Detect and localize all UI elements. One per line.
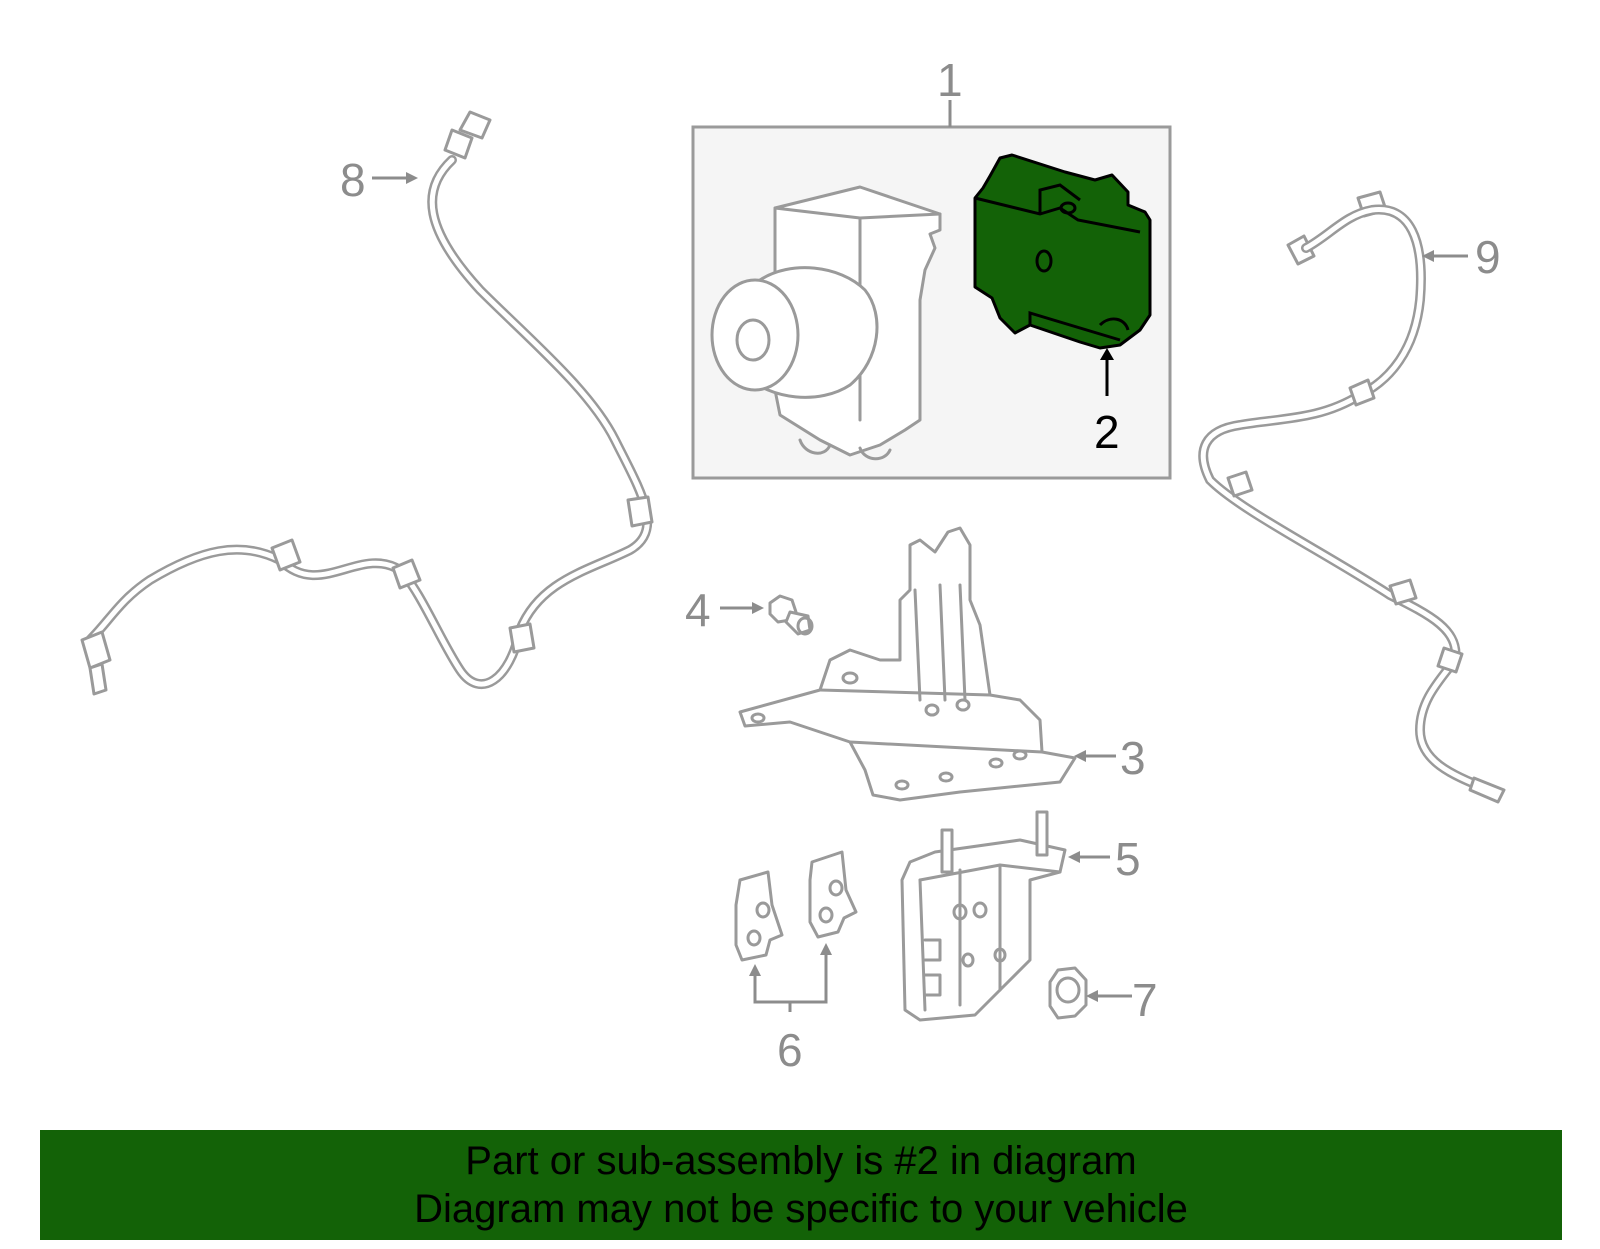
wheel-sensor-harness-right[interactable]: [1198, 190, 1506, 804]
notice-line-2: Diagram may not be specific to your vehi…: [414, 1187, 1188, 1231]
callout-8[interactable]: 8: [340, 154, 366, 206]
notice-line-1: Part or sub-assembly is #2 in diagram: [465, 1139, 1137, 1183]
callout-6-arrowhead-left: [749, 964, 761, 976]
callout-2-arrowhead: [1100, 348, 1114, 360]
clip-right[interactable]: [808, 850, 858, 939]
callout-2[interactable]: 2: [1094, 406, 1120, 458]
abs-control-module-highlighted[interactable]: [973, 153, 1152, 350]
bolt[interactable]: [768, 594, 814, 636]
callout-4[interactable]: 4: [685, 584, 711, 636]
mounting-bracket[interactable]: [738, 526, 1077, 802]
callout-8-arrowhead: [406, 172, 418, 184]
abs-hydraulic-unit[interactable]: [710, 185, 942, 461]
callout-9[interactable]: 9: [1475, 231, 1501, 283]
callout-6-leader: [753, 953, 828, 1004]
callout-3-arrowhead: [1074, 750, 1086, 762]
callout-1[interactable]: 1: [937, 54, 963, 106]
clip-left[interactable]: [734, 870, 784, 962]
wheel-sensor-harness-left[interactable]: [80, 110, 654, 696]
callout-5-arrowhead: [1068, 851, 1080, 863]
callout-6[interactable]: 6: [777, 1024, 803, 1076]
callout-3[interactable]: 3: [1120, 732, 1146, 784]
callout-5[interactable]: 5: [1115, 833, 1141, 885]
nut[interactable]: [1048, 966, 1088, 1020]
callout-6-arrowhead-right: [820, 943, 832, 955]
callout-9-arrowhead: [1422, 250, 1434, 262]
notice-banner: Part or sub-assembly is #2 in diagram Di…: [40, 1130, 1562, 1240]
callout-7[interactable]: 7: [1132, 974, 1158, 1026]
callout-4-arrowhead: [752, 602, 764, 614]
parts-diagram: 1 2 8: [80, 54, 1506, 1076]
support-bracket[interactable]: [900, 810, 1067, 1022]
callout-7-arrowhead: [1086, 990, 1098, 1002]
